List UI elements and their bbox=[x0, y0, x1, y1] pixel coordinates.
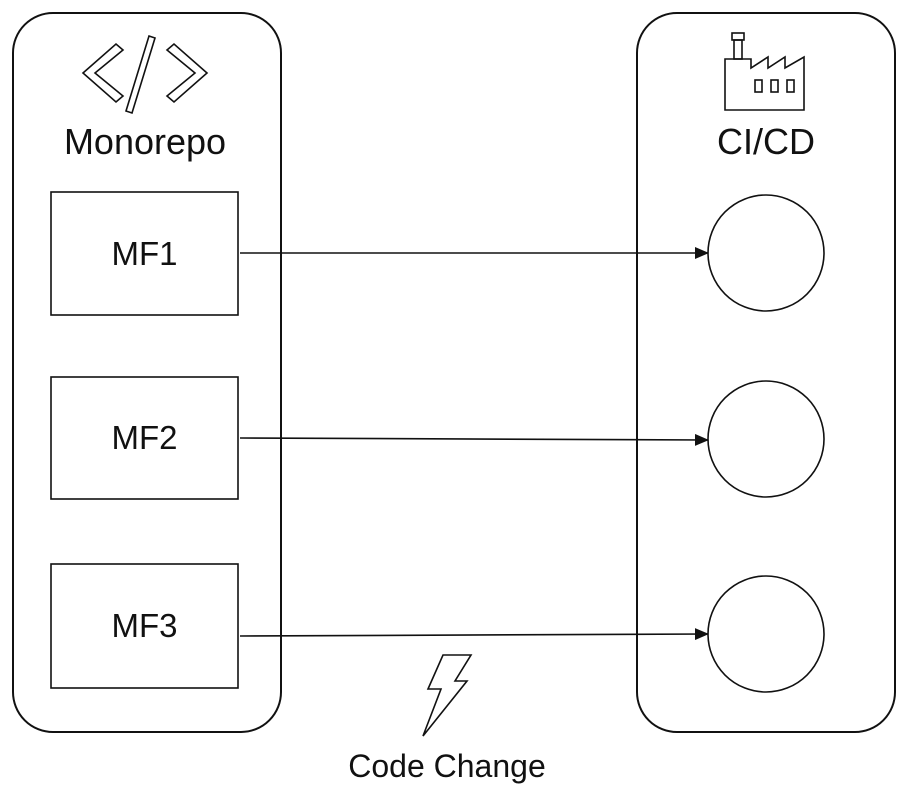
lightning-bolt-icon bbox=[422, 654, 473, 737]
factory-icon bbox=[724, 32, 805, 111]
module-label-mf2: MF2 bbox=[112, 419, 178, 456]
arrow-mf2-to-pipeline bbox=[239, 433, 709, 446]
ci-cd-panel: CI/CD bbox=[636, 12, 896, 733]
code-change-trigger: Code Change bbox=[348, 654, 546, 784]
code-change-label: Code Change bbox=[348, 748, 545, 784]
module-box-mf3: MF3 bbox=[50, 563, 239, 689]
pipeline-circle-2 bbox=[707, 380, 825, 498]
monorepo-panel: Monorepo MF1 MF2 MF3 bbox=[12, 12, 282, 733]
pipeline-circle-1 bbox=[707, 194, 825, 312]
code-brackets-icon bbox=[81, 34, 209, 115]
module-box-mf2: MF2 bbox=[50, 376, 239, 500]
pipeline-circle-3 bbox=[707, 575, 825, 693]
module-label-mf3: MF3 bbox=[112, 607, 178, 644]
monorepo-title: Monorepo bbox=[64, 121, 226, 162]
module-label-mf1: MF1 bbox=[112, 235, 178, 272]
ci-cd-title: CI/CD bbox=[717, 121, 815, 162]
arrow-mf3-to-pipeline bbox=[239, 628, 709, 641]
module-box-mf1: MF1 bbox=[50, 191, 239, 316]
